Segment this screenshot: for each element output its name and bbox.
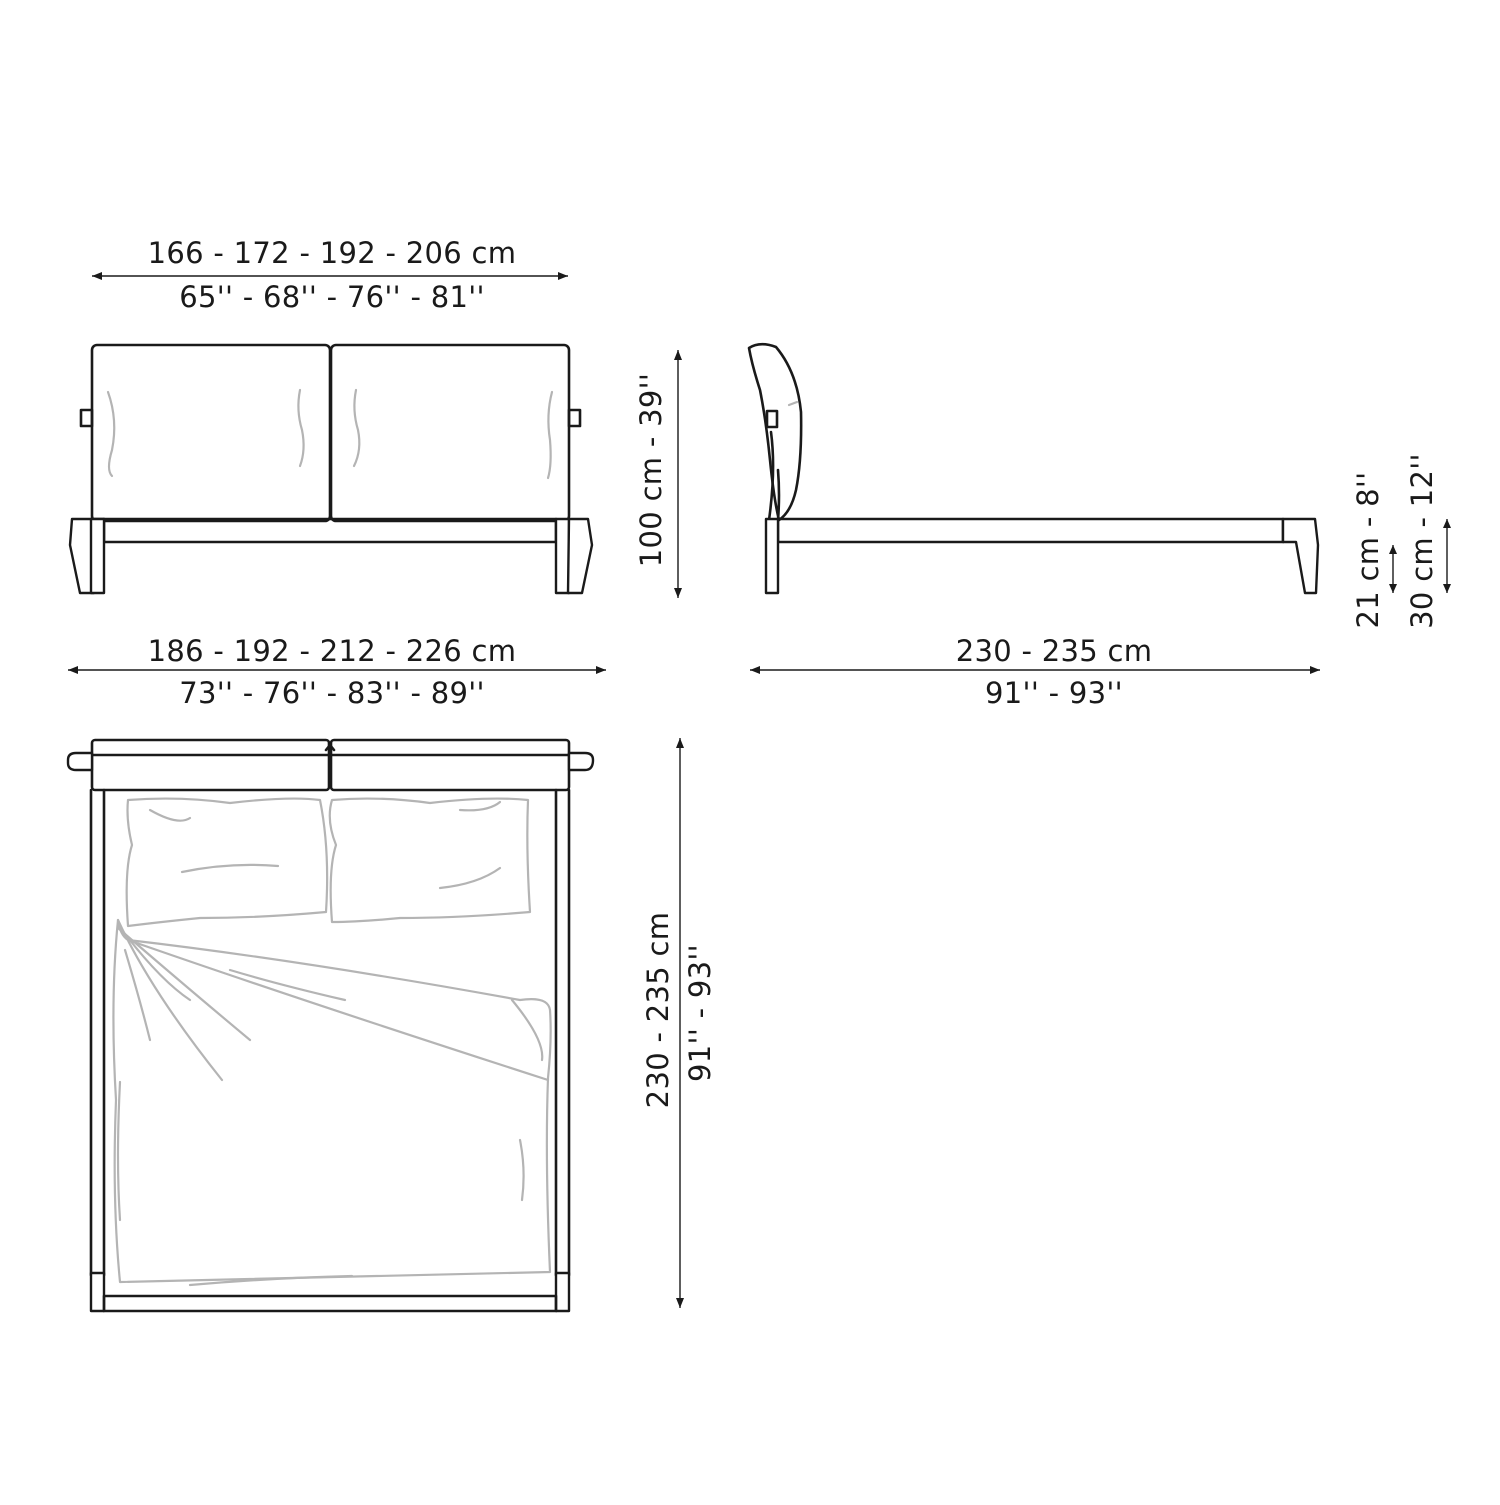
right-headboard-cushion [329,343,571,523]
left-inner-leg [89,517,106,595]
duvet-crease [518,1138,525,1202]
duvet-edge [126,938,550,1082]
headboard-width-dimension: 166 - 172 - 192 - 206 cm 65'' - 68'' - 7… [92,236,568,314]
right-pillow-crease [438,866,502,890]
headboard-width-in-label: 65'' - 68'' - 76'' - 81'' [179,280,485,314]
plan-length-dimension: 230 - 235 cm 91'' - 93'' [641,738,717,1308]
headboard-crease [787,400,799,407]
right-headboard-top [329,738,571,792]
cushion-crease [106,390,116,478]
headboard-back-line [776,468,781,522]
plan-left-foot-leg [89,1271,106,1313]
left-headboard-cushion [90,343,332,523]
plan-right-bracket [567,751,595,772]
side-view: 230 - 235 cm 91'' - 93'' 21 cm - 8'' 30 … [747,342,1451,710]
overall-width-cm-label: 186 - 192 - 212 - 226 cm [148,634,517,668]
duvet-crease [116,1080,122,1222]
headboard-support [767,430,775,522]
side-frame-rail [776,517,1285,544]
left-pillow [125,797,329,928]
right-outer-leg [566,517,594,595]
right-pillow-crease [458,800,502,812]
plan-foot-rail [102,1294,558,1313]
side-length-in-label: 91'' - 93'' [985,676,1123,710]
headboard-profile [747,342,803,522]
side-back-leg [764,517,780,595]
side-length-cm-label: 230 - 235 cm [956,634,1153,668]
duvet-fold [116,926,252,1042]
duvet-crease [228,968,347,1002]
cushion-crease [352,388,361,468]
plan-left-bracket [66,751,94,772]
headboard-center-tick [324,743,336,752]
plan-length-cm-label: 230 - 235 cm [641,912,675,1109]
height-label: 100 cm - 39'' [634,373,668,567]
plan-view: 230 - 235 cm 91'' - 93'' [66,738,717,1313]
leg-height-dimension: 30 cm - 12'' [1405,453,1451,629]
frame-height-label: 21 cm - 8'' [1351,472,1385,629]
height-dimension: 100 cm - 39'' [634,350,682,598]
front-view: 166 - 172 - 192 - 206 cm 65'' - 68'' - 7… [68,236,682,710]
side-length-dimension: 230 - 235 cm 91'' - 93'' [750,634,1320,710]
side-bracket [765,409,779,429]
overall-width-in-label: 73'' - 76'' - 83'' - 89'' [179,676,485,710]
left-pillow-crease [180,863,280,874]
plan-length-in-label: 91'' - 93'' [683,944,717,1082]
right-pillow [328,797,532,924]
plan-right-foot-leg [554,1271,571,1313]
left-bracket [79,408,94,428]
right-bracket [567,408,582,428]
overall-width-dimension: 186 - 192 - 212 - 226 cm 73'' - 76'' - 8… [68,634,606,710]
headboard-width-cm-label: 166 - 172 - 192 - 206 cm [148,236,517,270]
cushion-crease [297,388,305,468]
duvet-fold [510,998,544,1062]
left-pillow-crease [148,808,192,822]
front-frame-rail [102,517,558,544]
leg-height-label: 30 cm - 12'' [1405,453,1439,629]
duvet [112,918,552,1284]
cushion-crease [546,390,554,480]
duvet-fold [123,948,152,1042]
side-front-leg [1281,517,1320,595]
frame-height-dimension: 21 cm - 8'' [1351,472,1397,629]
duvet-crease [188,1274,354,1287]
left-headboard-top [90,738,331,792]
